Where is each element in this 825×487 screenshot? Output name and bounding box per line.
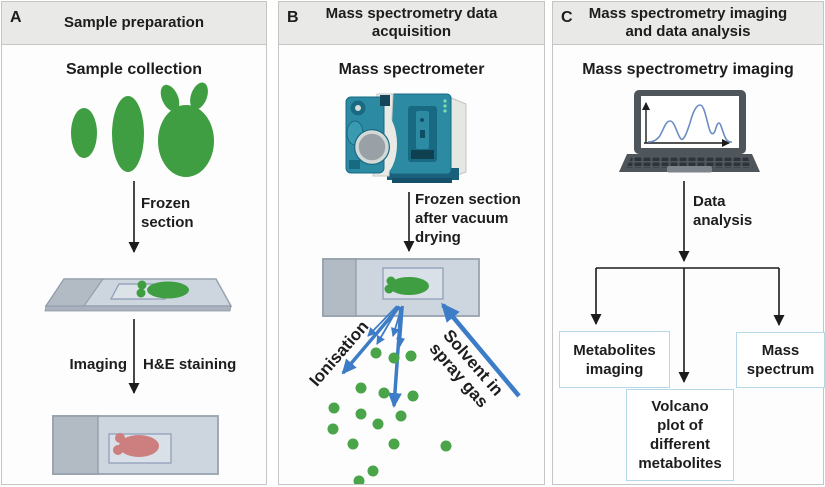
mass-spectrometer-illustration bbox=[345, 93, 467, 183]
mass-spectrum-box: Mass spectrum bbox=[736, 332, 825, 388]
panel-c-header: Mass spectrometry imaging and data analy… bbox=[553, 2, 823, 45]
panel-b-graphics bbox=[322, 93, 521, 484]
volcano-plot-box: Volcano plot of different metabolites bbox=[626, 389, 734, 481]
panel-data-acquisition: Mass spectrometry data acquisition B Mas… bbox=[278, 1, 545, 485]
sample-shapes-illustration bbox=[71, 82, 214, 177]
mass-spectrometer-label: Mass spectrometer bbox=[338, 61, 485, 78]
microscope-slide-illustration bbox=[44, 278, 233, 312]
spectrum-chart bbox=[642, 102, 733, 147]
panel-b-letter: B bbox=[287, 9, 299, 26]
panel-c-graphics bbox=[590, 90, 785, 383]
laptop-illustration bbox=[619, 90, 760, 173]
panel-b-title: Mass spectrometry data acquisition bbox=[325, 5, 498, 40]
panel-c-letter: C bbox=[561, 9, 573, 26]
panel-a-title: Sample preparation bbox=[63, 14, 205, 31]
panel-a-header: Sample preparation bbox=[2, 2, 266, 45]
stained-slide-illustration bbox=[52, 415, 219, 475]
frozen-section-label: Frozen section bbox=[141, 195, 194, 231]
spray-arrows-illustration bbox=[341, 302, 521, 408]
panel-a-letter: A bbox=[10, 9, 22, 26]
imaging-label: Imaging bbox=[69, 356, 127, 373]
panel-sample-preparation: Sample preparation A Sample collection F… bbox=[1, 1, 267, 485]
panel-imaging-analysis: Mass spectrometry imaging and data analy… bbox=[552, 1, 825, 485]
metabolites-imaging-box: Metabolites imaging bbox=[559, 331, 670, 388]
vacuum-drying-label: Frozen section after vacuum drying bbox=[415, 191, 521, 246]
sample-collection-label: Sample collection bbox=[65, 61, 203, 78]
solvent-spray-arrow bbox=[441, 302, 521, 398]
branch-lines bbox=[590, 267, 785, 383]
panel-a-graphics bbox=[44, 82, 233, 475]
ms-imaging-label: Mass spectrometry imaging bbox=[582, 61, 794, 78]
panel-b-header: Mass spectrometry data acquisition bbox=[279, 2, 544, 45]
panel-c-title: Mass spectrometry imaging and data analy… bbox=[588, 5, 788, 40]
he-staining-label: H&E staining bbox=[143, 356, 237, 373]
data-analysis-label: Data analysis bbox=[693, 193, 753, 229]
ionised-particles bbox=[327, 347, 452, 484]
green-tissue-fish bbox=[384, 276, 429, 295]
pink-tissue-fish bbox=[113, 433, 159, 457]
green-tissue-fish bbox=[136, 280, 189, 299]
